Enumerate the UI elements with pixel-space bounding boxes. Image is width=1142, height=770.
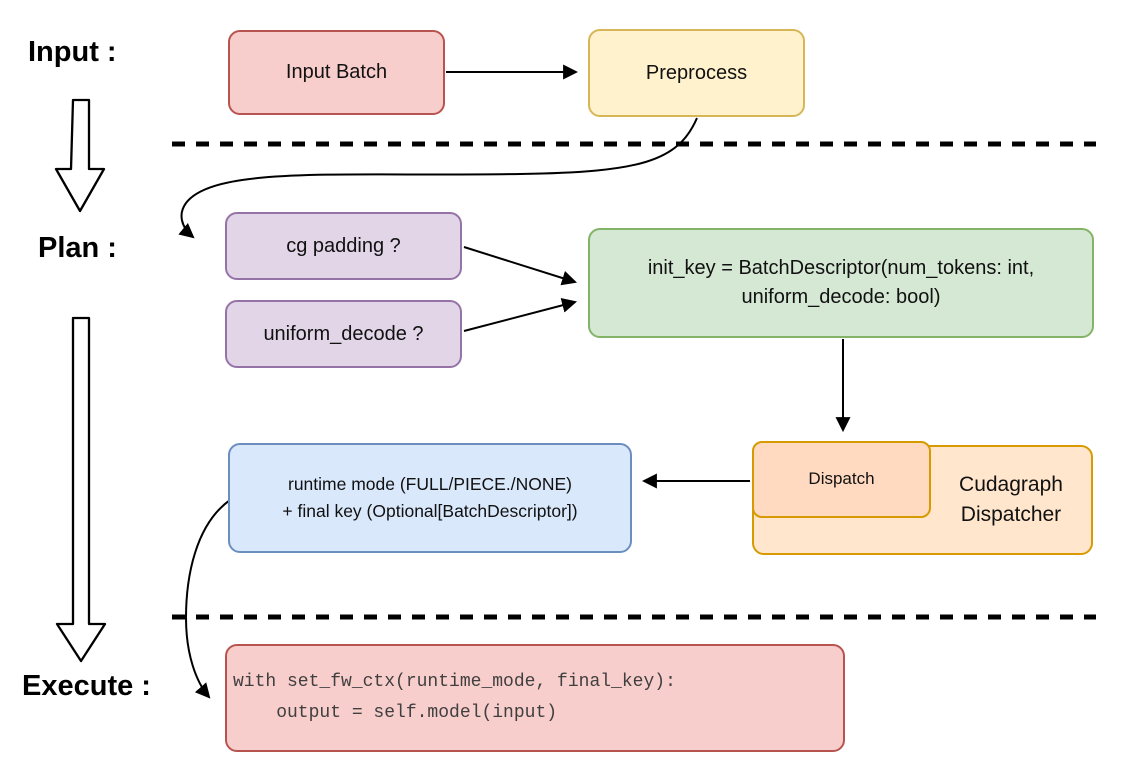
node-runtime-mode-final-key: runtime mode (FULL/PIECE./NONE) + final … xyxy=(228,443,632,553)
stage-label-execute: Execute : xyxy=(22,670,151,702)
node-uniform-decode: uniform_decode ? xyxy=(225,300,462,368)
edge-cgpadding-to-initkey xyxy=(463,246,578,286)
stage-label-input: Input : xyxy=(28,36,117,68)
node-execute-code: with set_fw_ctx(runtime_mode, final_key)… xyxy=(225,644,845,752)
edge-uniformdecode-to-initkey xyxy=(463,298,578,332)
node-dispatch: Dispatch xyxy=(752,441,931,518)
edge-runtimemode-to-executecode xyxy=(184,499,231,699)
cudagraph-dispatcher-label: Cudagraph Dispatcher xyxy=(959,472,1063,526)
node-input-batch: Input Batch xyxy=(228,30,445,115)
stage-arrow-plan-to-execute xyxy=(55,316,107,663)
stage-arrow-input-to-plan xyxy=(54,98,106,213)
node-init-key-batchdescriptor: init_key = BatchDescriptor(num_tokens: i… xyxy=(588,228,1094,338)
node-preprocess: Preprocess xyxy=(588,29,805,117)
stage-label-plan: Plan : xyxy=(38,232,117,264)
node-cg-padding: cg padding ? xyxy=(225,212,462,280)
